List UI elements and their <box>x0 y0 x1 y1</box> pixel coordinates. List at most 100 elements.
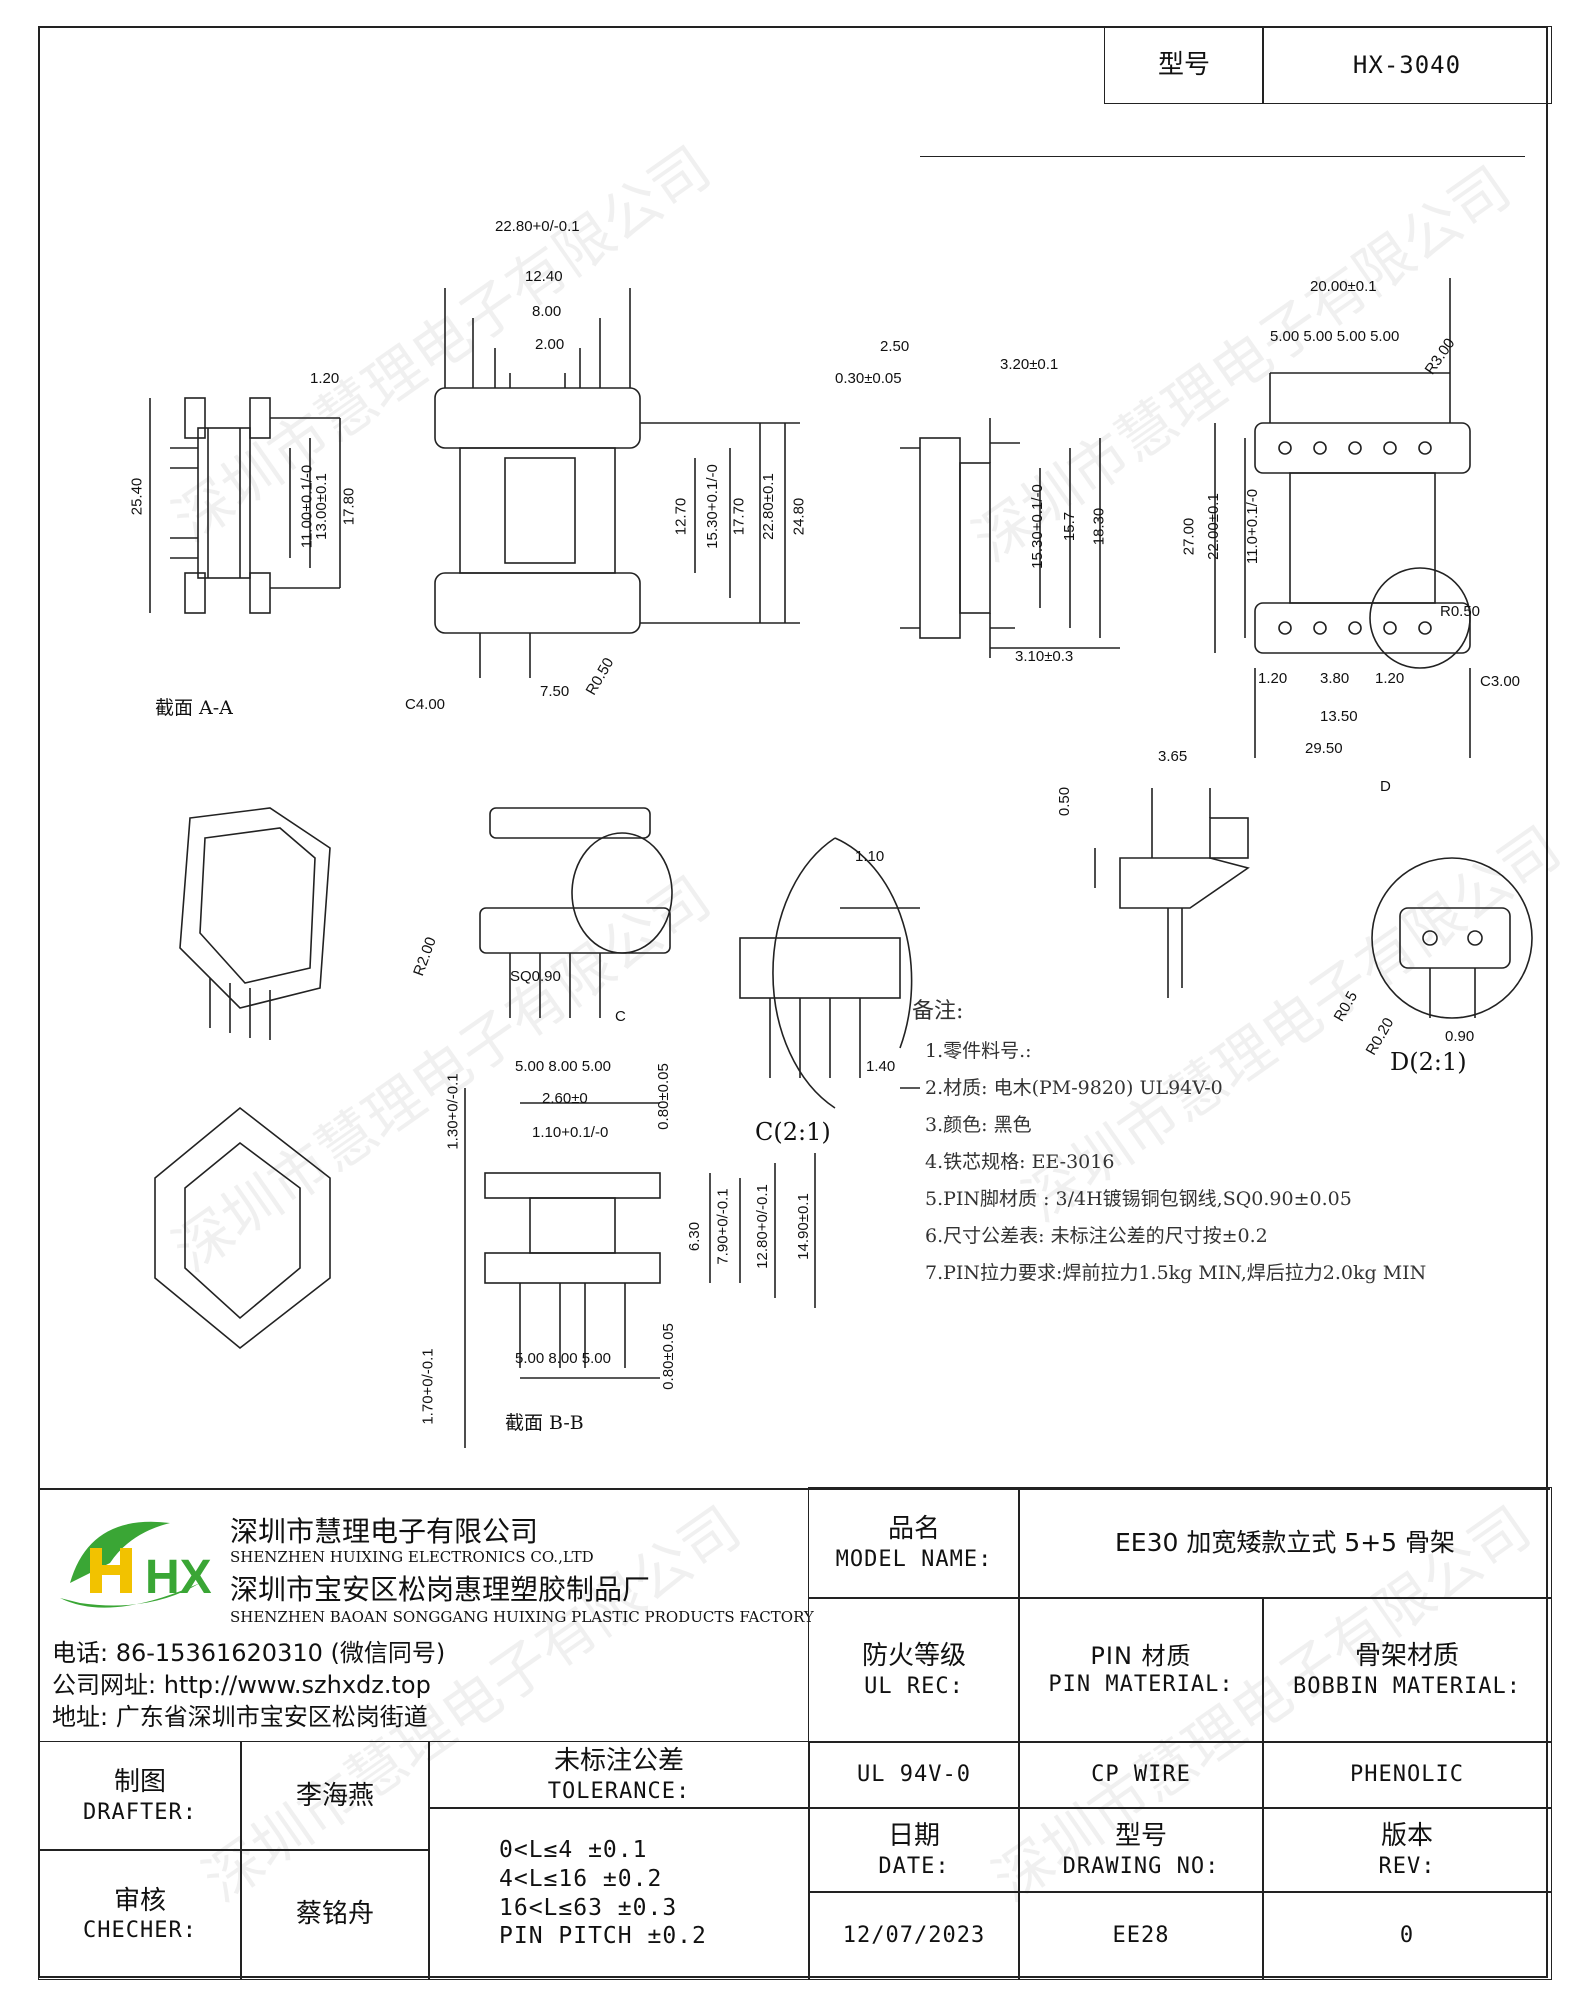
ul-label: 防火等级 UL REC: <box>808 1597 1020 1743</box>
rev-cn: 版本 <box>1380 1821 1433 1851</box>
dim-label: R0.50 <box>1440 603 1481 620</box>
header-rule <box>920 156 1525 157</box>
view-top <box>434 288 800 678</box>
model-name-en: MODEL NAME: <box>835 1546 993 1572</box>
dim-label: 12.80+0/-0.1 <box>753 1184 771 1269</box>
ul-value: UL 94V-0 <box>808 1741 1020 1809</box>
dim-label: 15.30+0.1/-0 <box>703 464 721 549</box>
dim-label: D <box>1380 778 1391 795</box>
dim-label: 1.10 <box>855 848 885 865</box>
title-block-top-rule <box>38 1488 1550 1490</box>
view-isometric-1 <box>179 807 331 1040</box>
company-logo: HX <box>60 1521 212 1608</box>
section-aa-label: 截面 A-A <box>155 697 233 719</box>
detail-d-label: D(2:1) <box>1390 1048 1467 1076</box>
dim-label: 22.00±0.1 <box>1204 493 1222 560</box>
dim-label: 3.80 <box>1320 670 1350 687</box>
dim-label: 12.40 <box>525 268 563 285</box>
dim-label: 3.10±0.3 <box>1015 648 1074 665</box>
view-bottom <box>1214 278 1471 758</box>
dim-label: 13.00±0.1 <box>312 473 330 540</box>
company-name-cn: 深圳市慧理电子有限公司 <box>230 1515 539 1548</box>
view-section-aa <box>149 397 341 614</box>
note-line: 1.零件料号.: <box>925 1040 1032 1062</box>
checker-en: CHECHER: <box>83 1918 197 1943</box>
dim-label: 15.30+0.1/-0 <box>1028 484 1046 569</box>
drawing-no-label: 型号 DRAWING NO: <box>1018 1807 1264 1893</box>
dim-label: 15.7 <box>1061 511 1079 542</box>
date-en: DATE: <box>878 1853 950 1879</box>
dim-label: C <box>615 1008 626 1025</box>
dim-label: 20.00±0.1 <box>1310 278 1377 295</box>
dim-label: 1.70+0/-0.1 <box>419 1348 437 1425</box>
tolerance-line: 4<L≤16 ±0.2 <box>499 1865 663 1892</box>
bobbin-label: 骨架材质 BOBBIN MATERIAL: <box>1262 1597 1552 1743</box>
company-website: 公司网址: http://www.szhxdz.top <box>52 1671 431 1699</box>
pin-en: PIN MATERIAL: <box>1048 1672 1234 1698</box>
dim-label: 2.60±0 <box>542 1090 588 1107</box>
dim-label: 25.40 <box>128 477 146 516</box>
drafter-cn: 制图 <box>113 1767 166 1797</box>
dim-label: 11.0+0.1/-0 <box>1244 488 1262 565</box>
note-line: 3.颜色: 黑色 <box>925 1114 1032 1136</box>
tolerance-line: PIN PITCH ±0.2 <box>499 1923 707 1950</box>
technical-drawing <box>149 278 1533 1448</box>
dim-label: 17.80 <box>340 487 358 526</box>
bobbin-value: PHENOLIC <box>1262 1741 1552 1809</box>
dim-label: 17.70 <box>730 497 748 536</box>
drawing-no-value: EE28 <box>1018 1891 1264 1980</box>
dim-label: 22.80±0.1 <box>759 473 777 540</box>
dim-label: 1.20 <box>310 370 340 387</box>
dim-label: 1.30+0/-0.1 <box>444 1073 462 1150</box>
dim-label: C4.00 <box>405 696 446 713</box>
tolerance-en: TOLERANCE: <box>547 1778 691 1804</box>
dim-label: 29.50 <box>1305 740 1343 757</box>
dim-label: 0.90 <box>1445 1028 1475 1045</box>
dim-label: 8.00 <box>532 303 562 320</box>
checker-name: 蔡铭舟 <box>240 1849 430 1980</box>
rev-en: REV: <box>1378 1853 1436 1879</box>
dim-label: 18.30 <box>1090 507 1108 546</box>
dim-label: 1.10+0.1/-0 <box>532 1124 609 1141</box>
note-line: 5.PIN脚材质 : 3/4H镀锡铜包钢线,SQ0.90±0.05 <box>925 1188 1352 1210</box>
drafter-en: DRAFTER: <box>83 1799 197 1825</box>
tolerance-table: 0<L≤4 ±0.1 4<L≤16 ±0.2 16<L≤63 ±0.3 PIN … <box>428 1807 810 1980</box>
section-bb-label: 截面 B-B <box>505 1412 584 1434</box>
tolerance-cn: 未标注公差 <box>553 1746 684 1776</box>
company-name-en: SHENZHEN HUIXING ELECTRONICS CO.,LTD <box>230 1548 594 1566</box>
dim-label: 5.00 8.00 5.00 <box>515 1350 611 1367</box>
note-line: 2.材质: 电木(PM-9820) UL94V-0 <box>925 1077 1223 1099</box>
checker-label: 审核 CHECHER: <box>38 1849 242 1980</box>
factory-name-en: SHENZHEN BAOAN SONGGANG HUIXING PLASTIC … <box>230 1608 814 1626</box>
date-label: 日期 DATE: <box>808 1807 1020 1893</box>
dim-label: 2.50 <box>880 338 910 355</box>
drafter-name: 李海燕 <box>240 1741 430 1851</box>
dim-label: 2.00 <box>535 336 565 353</box>
model-name-label: 品名 MODEL NAME: <box>808 1487 1020 1599</box>
dim-label: 0.50 <box>1056 786 1074 817</box>
view-side <box>900 418 1120 658</box>
header-model-value: HX-3040 <box>1262 26 1552 104</box>
view-pin-detail <box>1094 788 1250 998</box>
dim-label: 0.80±0.05 <box>659 1323 677 1390</box>
view-front <box>479 807 673 1018</box>
company-phone: 电话: 86-15361620310 (微信同号) <box>52 1639 446 1667</box>
model-name-value: EE30 加宽矮款立式 5+5 骨架 <box>1018 1487 1552 1599</box>
tolerance-label: 未标注公差 TOLERANCE: <box>428 1741 810 1809</box>
logo-text: HX <box>145 1551 212 1604</box>
dim-label: 0.30±0.05 <box>835 370 902 387</box>
tolerance-line: 0<L≤4 ±0.1 <box>499 1837 648 1863</box>
checker-cn: 审核 <box>113 1885 166 1916</box>
dim-label: 0.80±0.05 <box>654 1063 672 1130</box>
notes-title: 备注: <box>912 999 964 1024</box>
dim-label: C3.00 <box>1480 673 1521 690</box>
pin-value: CP WIRE <box>1018 1741 1264 1809</box>
drawing-no-en: DRAWING NO: <box>1062 1853 1220 1879</box>
dim-label: 27.00 <box>1180 517 1198 556</box>
rev-value: 0 <box>1262 1891 1552 1980</box>
drawing-sheet: 深圳市慧理电子有限公司 深圳市慧理电子有限公司 深圳市慧理电子有限公司 深圳市慧… <box>38 26 1573 1980</box>
dim-label: 1.40 <box>866 1058 896 1075</box>
detail-c-label: C(2:1) <box>755 1118 831 1146</box>
dim-label: 5.00 5.00 5.00 5.00 <box>1270 328 1400 345</box>
dim-label: 3.65 <box>1158 748 1188 765</box>
